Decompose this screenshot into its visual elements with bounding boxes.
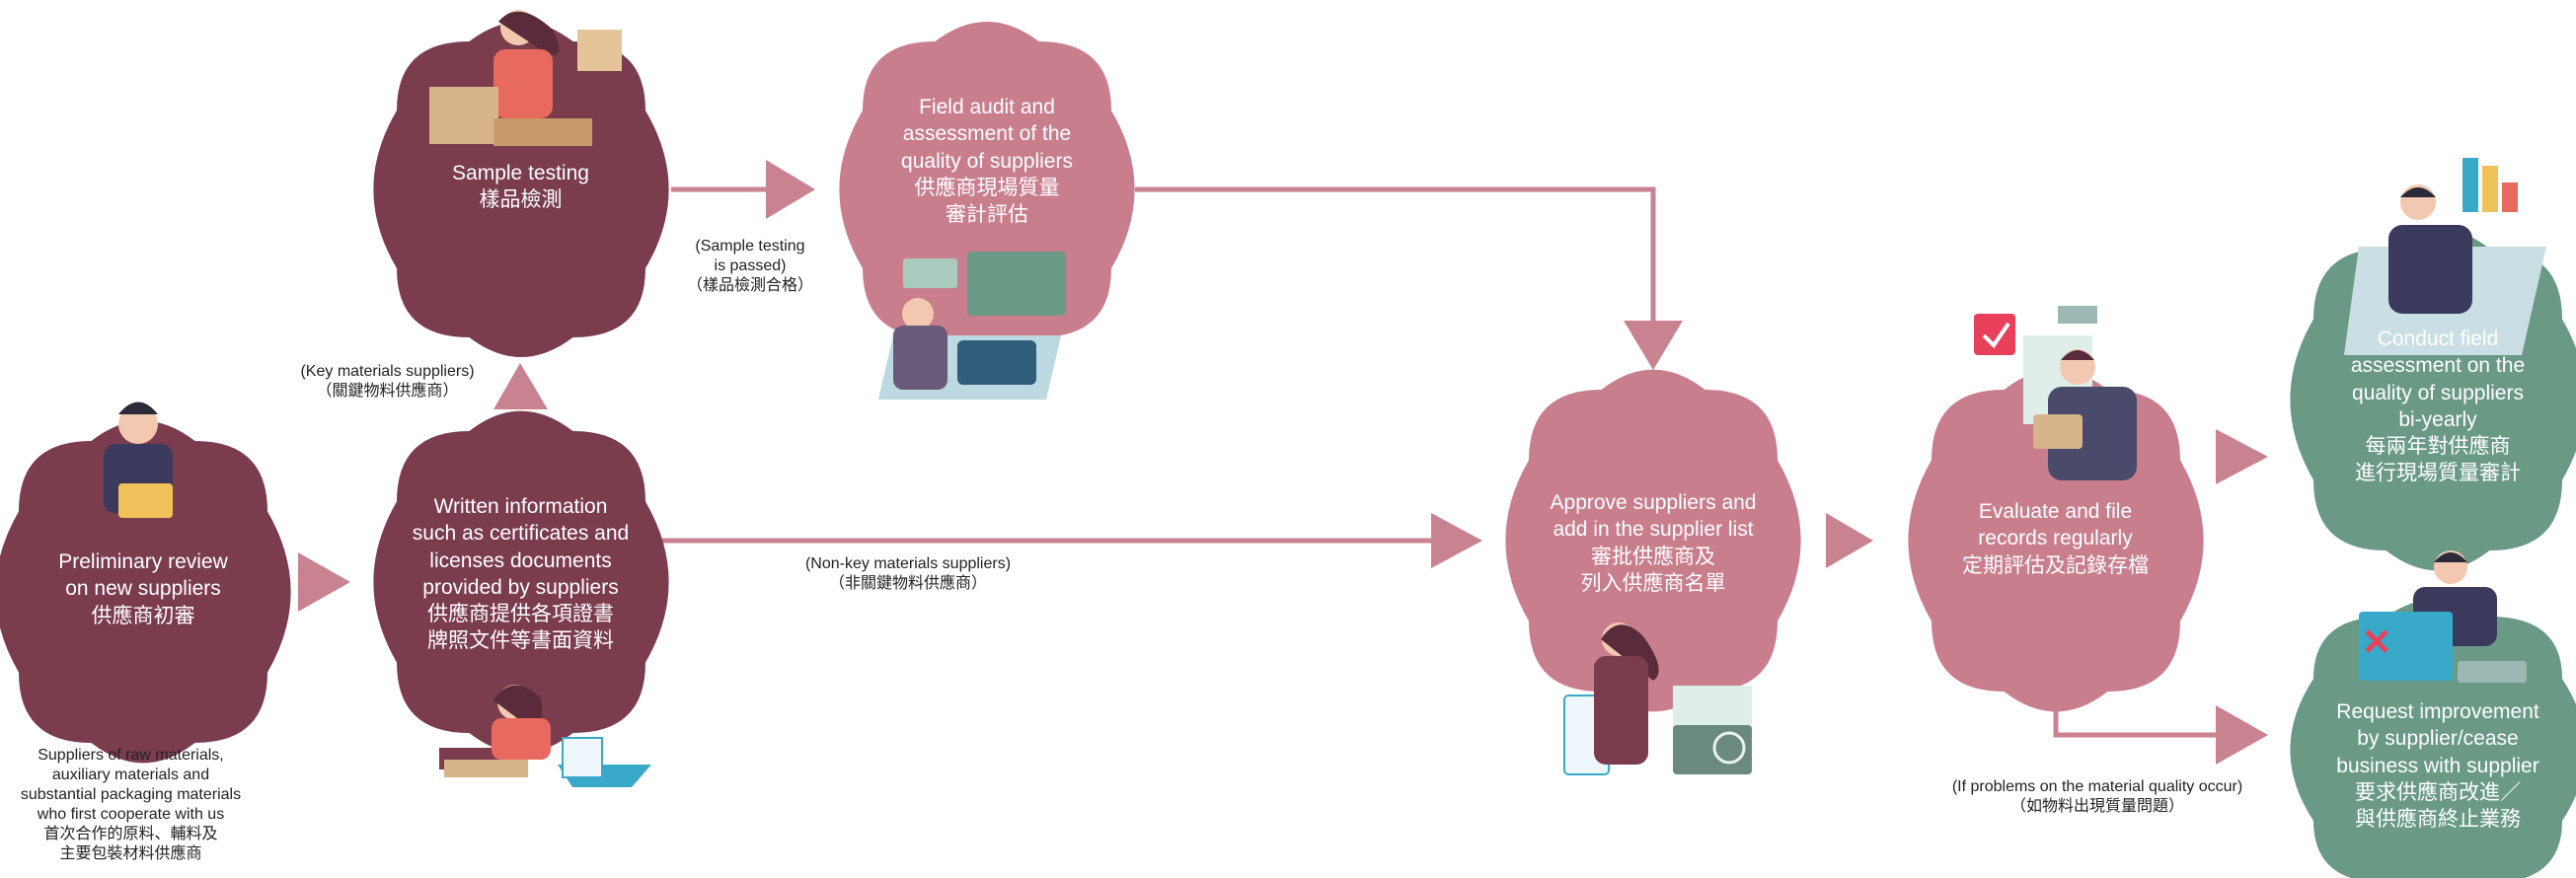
node-preliminary-en-2: on new suppliers xyxy=(65,577,221,601)
node-approve: Approve suppliers and add in the supplie… xyxy=(1520,489,1786,597)
node-written: Written information such as certificates… xyxy=(380,493,661,655)
node-approve-en-1: Approve suppliers and xyxy=(1550,491,1757,514)
caption-problems: (If problems on the material quality occ… xyxy=(1925,777,2270,817)
node-request-zh-1: 要求供應商改進／ xyxy=(2355,780,2521,804)
node-evaluate-en-1: Evaluate and file xyxy=(1978,500,2133,523)
arrow-written-to-approve xyxy=(1431,513,1482,568)
arrow-preliminary-to-written xyxy=(298,552,350,612)
arrow-evaluate-to-conduct xyxy=(2216,429,2268,484)
node-written-en-4: provided by suppliers xyxy=(422,575,619,599)
node-approve-en-2: add in the supplier list xyxy=(1553,518,1754,542)
node-request-zh-2: 與供應商終止業務 xyxy=(2355,808,2521,832)
arrowheads xyxy=(298,160,2268,765)
node-field-audit-en-2: assessment of the xyxy=(902,122,1072,146)
caption-passed-3: （樣品檢測合格） xyxy=(686,277,813,294)
node-approve-zh-1: 審批供應商及 xyxy=(1591,545,1715,568)
caption-suppliers-1: Suppliers of raw materials, xyxy=(38,747,224,764)
node-field-audit: Field audit and assessment of the qualit… xyxy=(864,94,1110,228)
node-conduct-zh-1: 每兩年對供應商 xyxy=(2365,435,2511,459)
caption-nonkey-1: (Non-key materials suppliers) xyxy=(804,555,1012,572)
node-preliminary: Preliminary review on new suppliers 供應商初… xyxy=(20,549,266,629)
node-evaluate: Evaluate and file records regularly 定期評估… xyxy=(1925,498,2186,579)
arrow-written-to-sample xyxy=(493,363,548,409)
caption-key-2: （關鍵物料供應商） xyxy=(316,383,459,400)
node-conduct-en-3: quality of suppliers xyxy=(2352,381,2524,404)
arrow-audit-to-approve xyxy=(1624,321,1683,370)
node-request-en-3: business with supplier xyxy=(2336,754,2539,777)
node-sample: Sample testing 樣品檢測 xyxy=(400,160,642,214)
node-written-en-1: Written information xyxy=(433,495,608,518)
line-audit-to-approve xyxy=(1135,186,1656,326)
arrow-approve-to-evaluate xyxy=(1826,513,1873,568)
node-conduct-zh-2: 進行現場質量審計 xyxy=(2355,462,2521,485)
node-evaluate-en-2: records regularly xyxy=(1978,527,2133,550)
illustration-preliminary xyxy=(104,402,173,518)
caption-suppliers-5: 首次合作的原料、輔料及 xyxy=(43,826,218,842)
node-sample-en-1: Sample testing xyxy=(452,162,589,184)
node-field-audit-en-1: Field audit and xyxy=(919,96,1055,118)
caption-suppliers-3: substantial packaging materials xyxy=(20,786,242,803)
caption-suppliers-6: 主要包裝材料供應商 xyxy=(59,845,202,862)
node-sample-zh-1: 樣品檢測 xyxy=(479,188,563,212)
caption-passed: (Sample testing is passed) （樣品檢測合格） xyxy=(676,237,824,296)
node-conduct-en-1: Conduct field xyxy=(2377,328,2499,350)
node-conduct-en-2: assessment on the xyxy=(2350,354,2526,378)
node-field-audit-en-3: quality of suppliers xyxy=(901,149,1073,173)
node-written-zh-2: 牌照文件等書面資料 xyxy=(427,629,614,653)
caption-passed-2: is passed) xyxy=(714,257,787,274)
illustration-sample xyxy=(429,10,622,146)
caption-problems-1: (If problems on the material quality occ… xyxy=(1951,778,2243,795)
node-request: Request improvement by supplier/cease bu… xyxy=(2305,698,2571,833)
node-field-audit-zh-1: 供應商現場質量 xyxy=(914,176,1060,199)
caption-problems-2: （如物料出現質量問題） xyxy=(2009,798,2184,815)
caption-key: (Key materials suppliers) （關鍵物料供應商） xyxy=(266,362,508,402)
illustration-request xyxy=(2359,550,2527,683)
node-request-en-2: by supplier/cease xyxy=(2357,727,2519,751)
node-field-audit-zh-2: 審計評估 xyxy=(946,203,1028,227)
illustration-approve xyxy=(1563,622,1752,775)
caption-key-1: (Key materials suppliers) xyxy=(300,363,475,380)
caption-passed-1: (Sample testing xyxy=(695,238,805,255)
arrow-sample-to-audit xyxy=(766,160,815,219)
caption-suppliers-2: auxiliary materials and xyxy=(51,767,210,783)
node-preliminary-en-1: Preliminary review xyxy=(58,550,228,573)
caption-nonkey-2: （非關鍵物料供應商） xyxy=(828,575,987,592)
node-conduct: Conduct field assessment on the quality … xyxy=(2305,326,2571,487)
arrow-evaluate-to-request xyxy=(2216,705,2268,765)
node-preliminary-zh-1: 供應商初審 xyxy=(91,604,195,627)
node-written-zh-1: 供應商提供各項證書 xyxy=(427,603,614,626)
node-written-en-3: licenses documents xyxy=(429,549,612,572)
node-shapes xyxy=(0,22,2576,878)
node-conduct-en-4: bi-yearly xyxy=(2398,407,2477,431)
illustration-audit xyxy=(878,252,1066,400)
illustration-written xyxy=(439,685,651,787)
node-written-en-2: such as certificates and xyxy=(412,522,630,546)
node-approve-zh-2: 列入供應商名單 xyxy=(1580,571,1726,595)
node-request-en-1: Request improvement xyxy=(2336,700,2539,723)
illustration-evaluate xyxy=(1974,306,2137,480)
node-evaluate-zh-1: 定期評估及記錄存檔 xyxy=(1962,553,2149,577)
caption-nonkey: (Non-key materials suppliers) （非關鍵物料供應商） xyxy=(765,554,1051,594)
illustration-conduct xyxy=(2344,158,2546,355)
caption-suppliers: Suppliers of raw materials, auxiliary ma… xyxy=(0,746,262,864)
caption-suppliers-4: who first cooperate with us xyxy=(37,806,225,823)
